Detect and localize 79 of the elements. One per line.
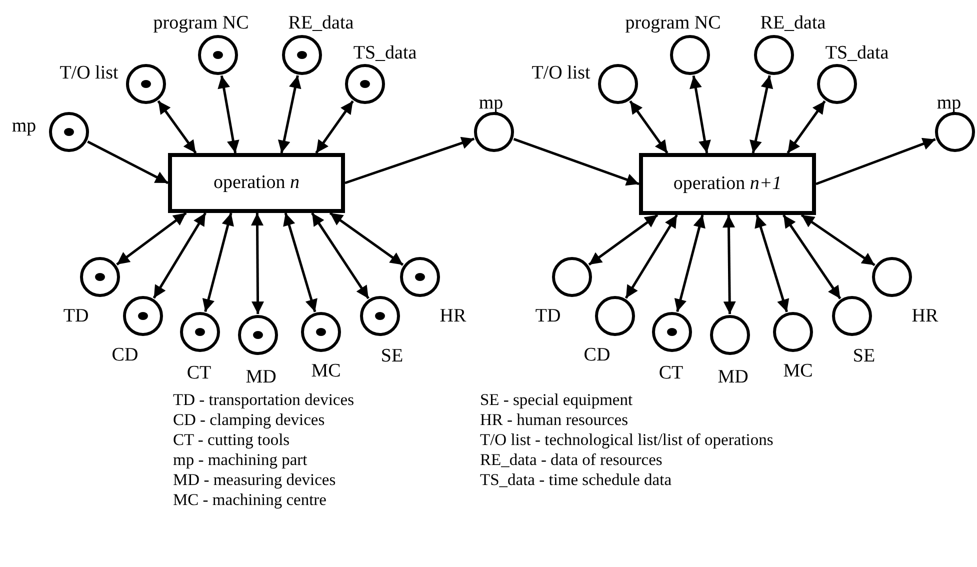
- place-label: CT: [658, 364, 684, 382]
- double-headed-arrow: [674, 214, 706, 312]
- place-label: SE: [380, 346, 404, 366]
- double-headed-arrow: [588, 214, 658, 266]
- token-dot: [213, 51, 223, 59]
- place-label: mp: [478, 94, 504, 112]
- double-headed-arrow: [782, 214, 842, 300]
- double-headed-arrow: [722, 214, 736, 314]
- place-label: RE_data: [288, 14, 354, 32]
- place-label: program NC: [153, 14, 249, 32]
- place-label: CD: [584, 346, 610, 364]
- double-headed-arrow: [283, 212, 318, 312]
- token-dot: [195, 328, 205, 336]
- place-label: SE: [852, 346, 876, 366]
- place-label: TD: [63, 306, 89, 326]
- place-label: MC: [783, 362, 813, 380]
- token-dot: [415, 273, 425, 281]
- double-headed-arrow: [157, 100, 197, 154]
- double-headed-arrow: [202, 212, 234, 312]
- place-label: T/O list: [60, 64, 118, 82]
- place-label: MD: [718, 368, 748, 386]
- arrow: [816, 138, 936, 186]
- token-dot: [253, 331, 263, 339]
- place-label: mp: [936, 94, 962, 112]
- double-headed-arrow: [311, 212, 370, 300]
- double-headed-arrow: [329, 212, 404, 266]
- transition-label: operation n+1: [673, 173, 782, 195]
- place-label: RE_data: [760, 14, 826, 32]
- place-label: HR: [440, 306, 466, 326]
- double-headed-arrow: [786, 100, 826, 154]
- double-headed-arrow: [116, 212, 187, 266]
- abbreviation-note: mp - machining part: [173, 452, 308, 468]
- double-headed-arrow: [152, 212, 206, 299]
- double-headed-arrow: [690, 75, 711, 154]
- place-label: CT: [186, 364, 212, 382]
- double-headed-arrow: [800, 214, 876, 266]
- place-label: MD: [246, 368, 276, 386]
- token-dot: [95, 273, 105, 281]
- double-headed-arrow: [624, 214, 678, 299]
- place-label: HR: [912, 306, 938, 326]
- token-dot: [141, 80, 151, 88]
- double-headed-arrow: [750, 75, 774, 154]
- abbreviation-note: CD - clamping devices: [173, 412, 325, 428]
- double-headed-arrow: [251, 213, 264, 314]
- abbreviation-note: HR - human resources: [480, 412, 628, 428]
- double-headed-arrow: [315, 100, 354, 154]
- arrow: [87, 140, 169, 184]
- transition-box: [168, 153, 345, 213]
- token-dot: [64, 128, 74, 136]
- abbreviation-note: MD - measuring devices: [173, 472, 336, 488]
- place-label: TS_data: [825, 44, 889, 62]
- double-headed-arrow: [278, 75, 302, 154]
- abbreviation-note: CT - cutting tools: [173, 432, 290, 448]
- double-headed-arrow: [629, 100, 668, 154]
- abbreviation-note: MC - machining centre: [173, 492, 326, 508]
- abbreviation-note: RE_data - data of resources: [480, 452, 662, 468]
- abbreviation-note: T/O list - technological list/list of operations: [480, 432, 774, 448]
- token-dot: [375, 312, 385, 320]
- token-dot: [316, 328, 326, 336]
- place-label: T/O list: [532, 64, 590, 82]
- place-label: mp: [12, 116, 36, 136]
- place-label: CD: [112, 346, 138, 364]
- token-dot: [667, 328, 677, 336]
- abbreviation-note: TS_data - time schedule data: [480, 472, 672, 488]
- abbreviation-note: TD - transportation devices: [173, 392, 354, 408]
- transition-box: [639, 153, 816, 215]
- place-label: MC: [311, 362, 341, 380]
- abbreviation-note: SE - special equipment: [480, 392, 633, 408]
- place-label: program NC: [625, 14, 721, 32]
- double-headed-arrow: [218, 75, 240, 154]
- token-dot: [297, 51, 307, 59]
- place-label: TD: [535, 306, 561, 326]
- place-label: TS_data: [353, 44, 417, 62]
- double-headed-arrow: [754, 214, 790, 312]
- arrow: [513, 138, 640, 186]
- token-dot: [360, 80, 370, 88]
- token-dot: [138, 312, 148, 320]
- arrow: [344, 136, 475, 184]
- transition-label: operation n: [213, 172, 300, 194]
